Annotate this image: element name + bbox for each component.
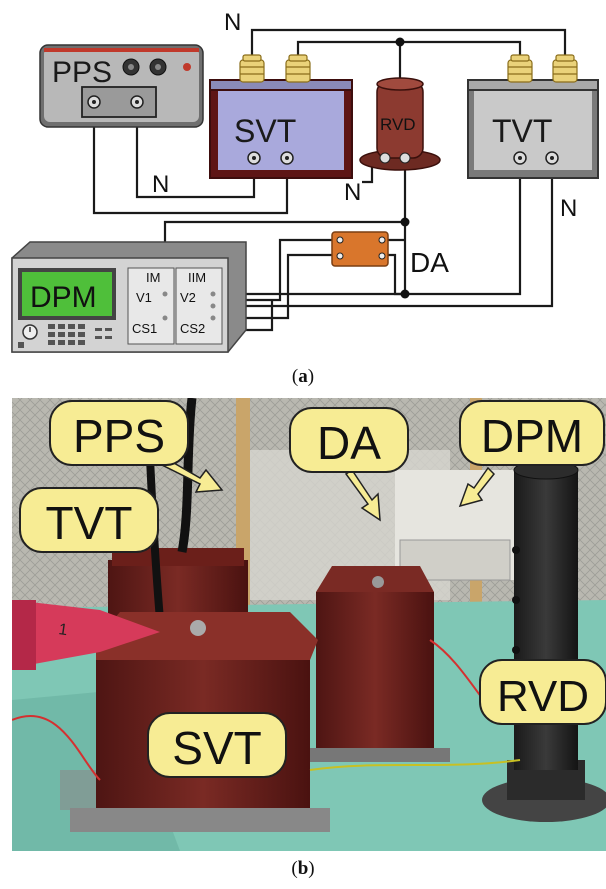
- callout-dpm: DPM: [459, 400, 605, 466]
- panel-b-photo: 1 PPS DA DPM TVT: [12, 398, 606, 851]
- neutral-label-svt: N: [152, 171, 169, 198]
- callout-tvt-label: TVT: [46, 497, 133, 549]
- callout-tvt: TVT: [19, 487, 159, 553]
- callout-rvd: RVD: [479, 659, 606, 725]
- svt-unit: SVT: [209, 79, 353, 179]
- caption-b: (b): [291, 858, 315, 879]
- rvd-unit: RVD: [359, 77, 441, 171]
- v2-label: V2: [180, 290, 196, 305]
- dpm-label: DPM: [30, 281, 97, 314]
- panel-a-schematic: PPS SVT RVD: [11, 9, 599, 353]
- da-unit: DA: [331, 231, 449, 278]
- v1-label: V1: [136, 290, 152, 305]
- dpm-unit: DPM IM IIM V1 V2 CS1 CS2: [11, 241, 247, 353]
- callout-pps: PPS: [49, 400, 189, 466]
- neutral-label-top: N: [224, 9, 241, 36]
- callout-rvd-label: RVD: [497, 672, 589, 721]
- tvt-unit: TVT: [467, 79, 599, 179]
- caption-a: (a): [291, 366, 315, 387]
- iim-label: IIM: [188, 270, 206, 285]
- rvd-label: RVD: [380, 115, 416, 134]
- caption-a-letter: a: [298, 366, 308, 387]
- neutral-label-tvt: N: [560, 195, 577, 222]
- callout-pps-label: PPS: [73, 410, 165, 462]
- junction-dot: [400, 217, 410, 227]
- hv-probe-marker: 1: [57, 621, 68, 639]
- pps-label: PPS: [52, 56, 112, 89]
- da-label: DA: [410, 247, 449, 278]
- im-label: IM: [146, 270, 160, 285]
- junction-dot: [400, 289, 410, 299]
- callout-da-label: DA: [317, 417, 381, 469]
- callout-svt: SVT: [147, 712, 287, 778]
- callout-dpm-label: DPM: [481, 410, 583, 462]
- insulators: [239, 54, 578, 83]
- callout-da: DA: [289, 407, 409, 473]
- cs1-label: CS1: [132, 321, 157, 336]
- junction-dot: [395, 37, 405, 47]
- callout-svt-label: SVT: [172, 722, 261, 774]
- svt-label: SVT: [234, 113, 296, 149]
- cs2-label: CS2: [180, 321, 205, 336]
- neutral-label-rvd: N: [344, 179, 361, 206]
- caption-b-letter: b: [297, 858, 309, 879]
- pps-unit: PPS: [39, 44, 204, 128]
- tvt-label: TVT: [492, 113, 552, 149]
